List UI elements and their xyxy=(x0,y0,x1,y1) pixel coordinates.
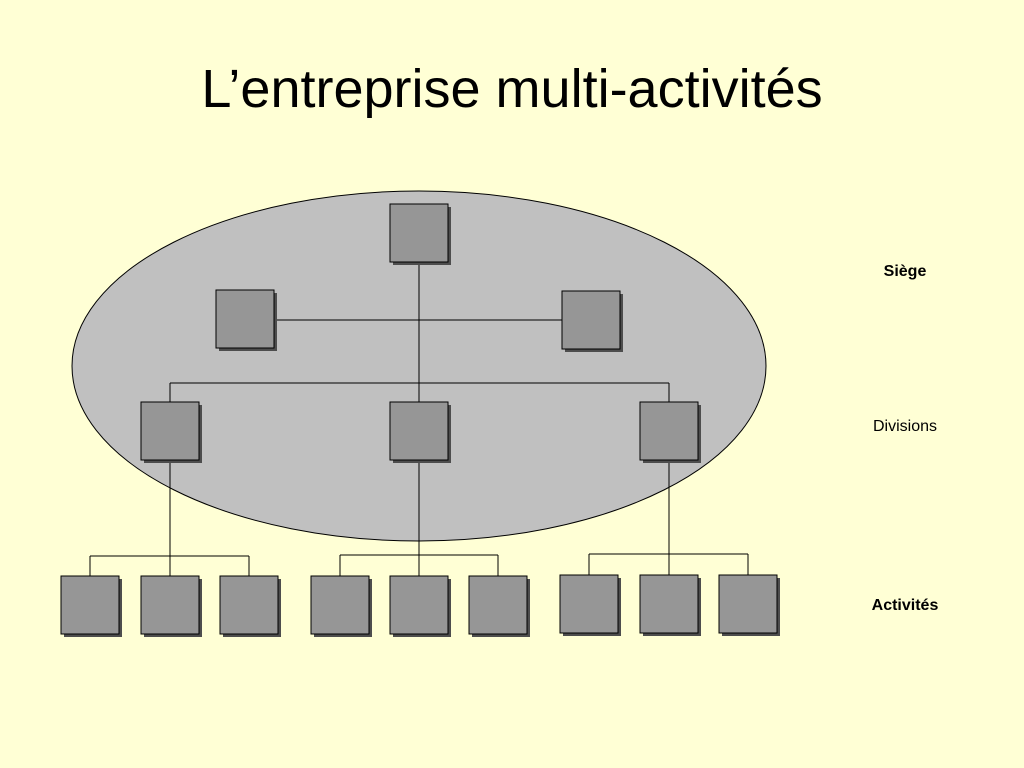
slide-title: L’entreprise multi-activités xyxy=(201,59,823,119)
activity-box-8 xyxy=(639,574,701,636)
staff-box-left xyxy=(215,289,277,351)
level-label-activites: Activités xyxy=(871,597,939,614)
level-label-divisions: Divisions xyxy=(872,418,937,435)
activity-box-9 xyxy=(718,574,780,636)
division-box-2 xyxy=(389,401,451,463)
staff-box-right xyxy=(561,290,623,352)
activity-box-6 xyxy=(468,575,530,637)
level-label-siege: Siège xyxy=(883,263,927,280)
activity-box-1 xyxy=(60,575,122,637)
siege-box xyxy=(389,203,451,265)
connector-lines xyxy=(89,262,749,576)
activity-box-5 xyxy=(389,575,451,637)
activity-box-4 xyxy=(310,575,372,637)
activity-box-3 xyxy=(219,575,281,637)
division-box-1 xyxy=(140,401,202,463)
division-box-3 xyxy=(639,401,701,463)
activity-box-2 xyxy=(140,575,202,637)
activity-box-7 xyxy=(559,574,621,636)
